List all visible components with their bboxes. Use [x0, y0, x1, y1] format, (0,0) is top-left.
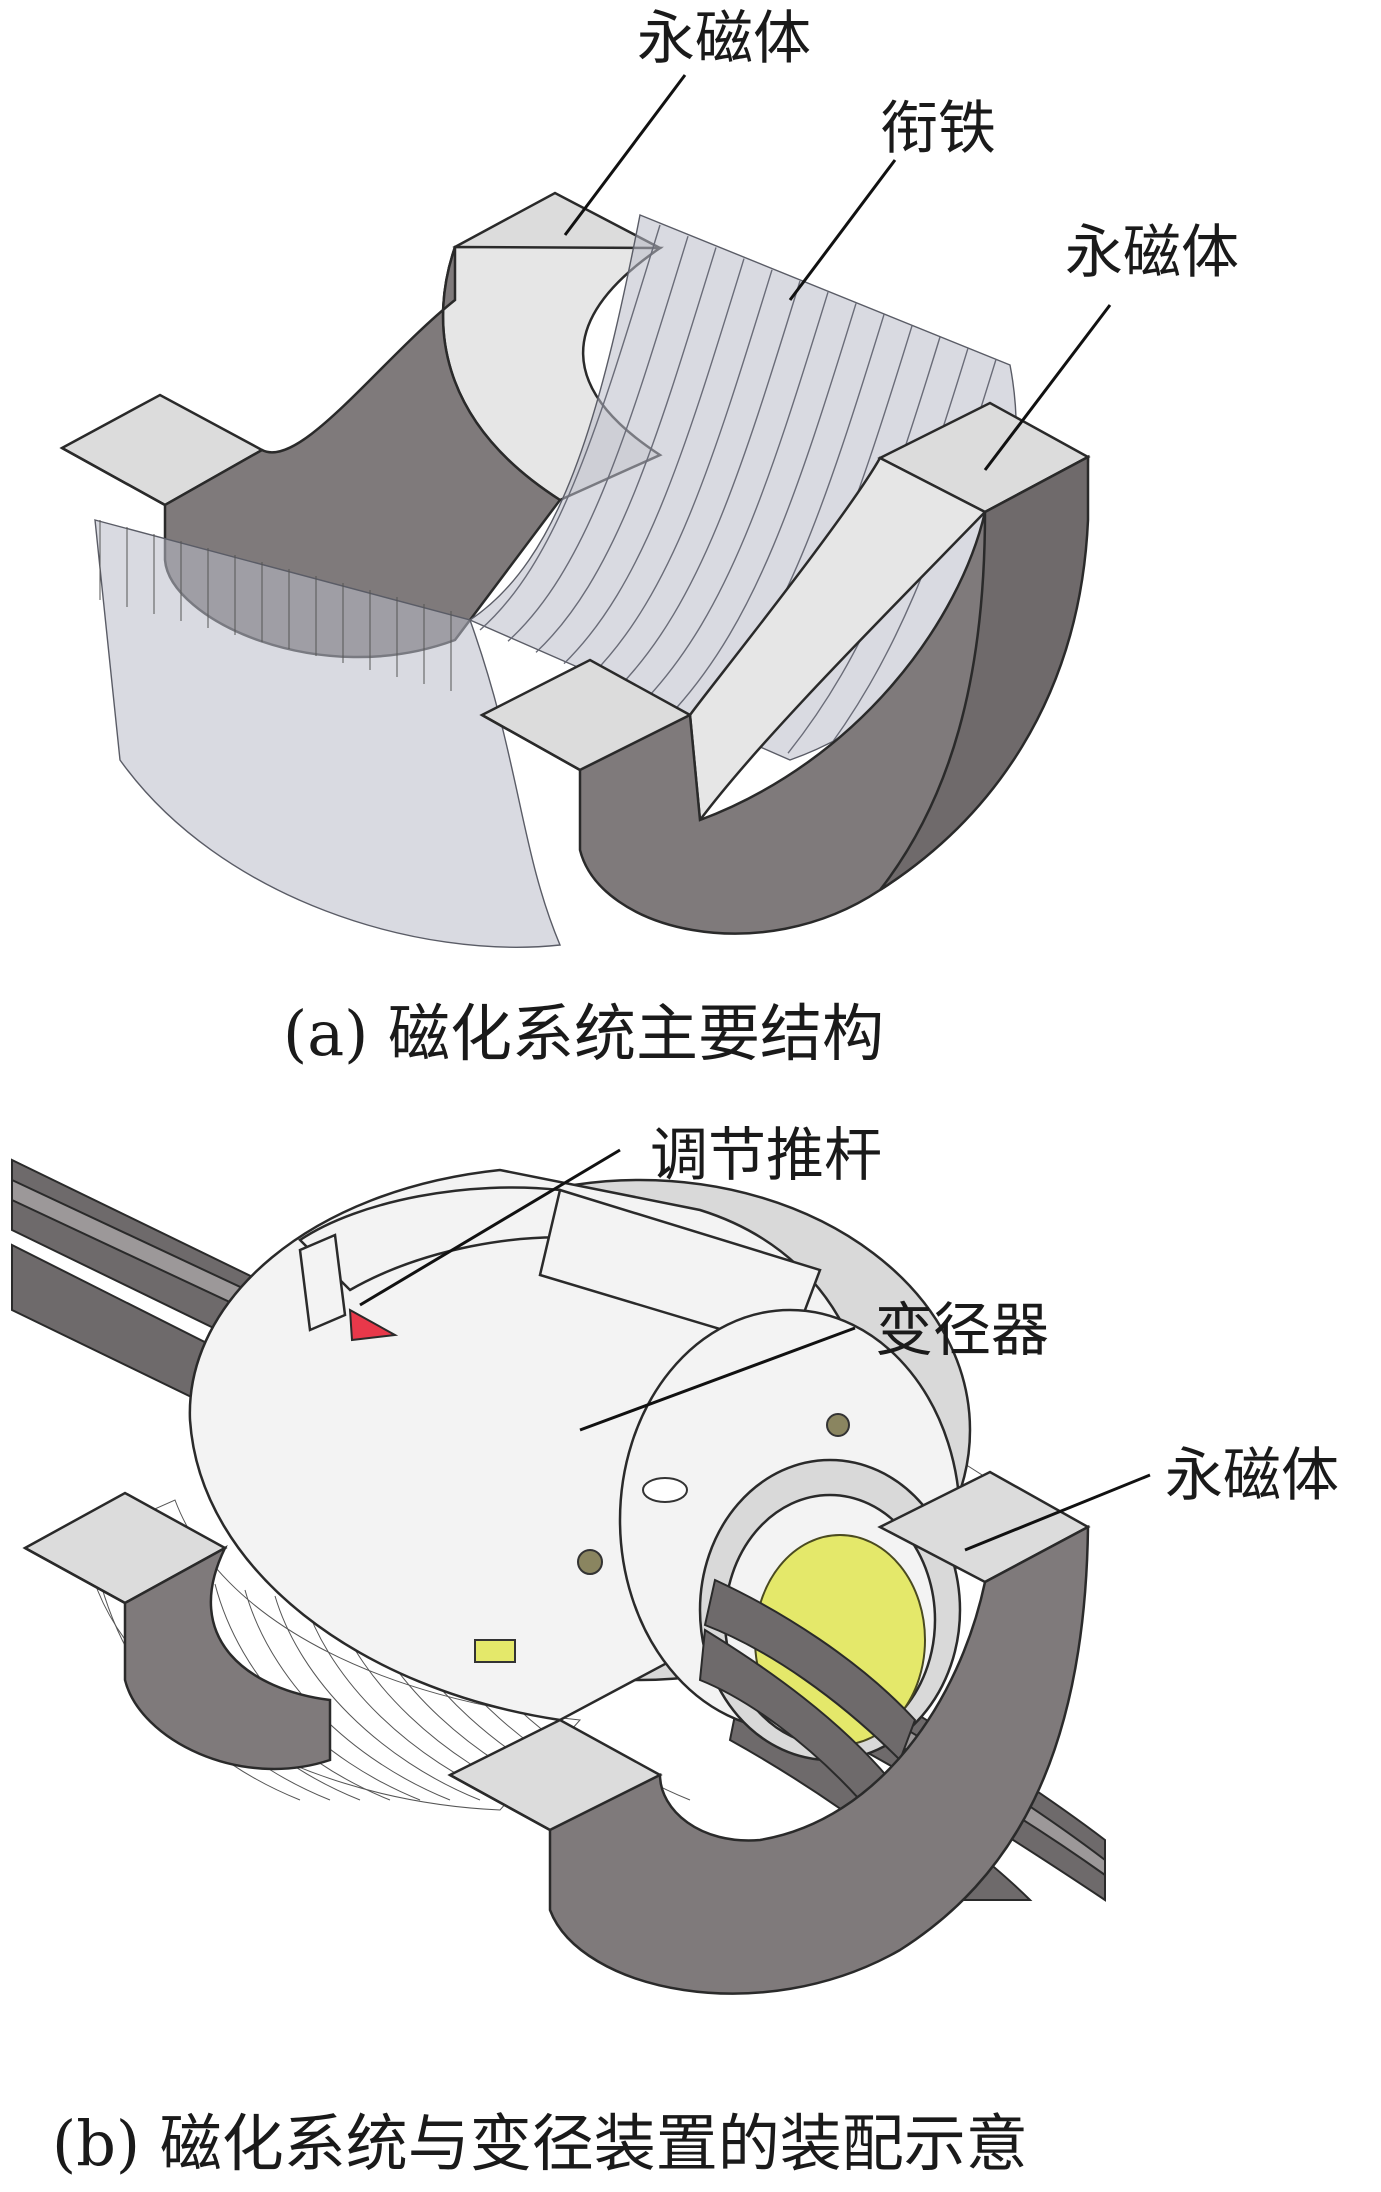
label-magnet-right: 永磁体: [1065, 218, 1239, 286]
figure-b: 调节推杆 变径器 永磁体 (b) 磁化系统与变径装置的装配示意: [11, 1121, 1339, 2180]
wire-grid-line: [274, 1595, 481, 1801]
magnet-back-left-b: [22, 1491, 332, 1771]
armature-rib: [563, 258, 745, 665]
armature-rib: [675, 303, 857, 709]
leader-push-rod: [359, 1148, 621, 1307]
magnet-front-right: [479, 401, 1091, 935]
label-magnet-top-left: 永磁体: [637, 4, 811, 72]
label-armature: 衔铁: [880, 94, 996, 162]
leader-magnet-top-left: [563, 74, 687, 236]
armature-rib: [647, 291, 829, 698]
armature-rib: [591, 269, 773, 676]
caption-a: (a) 磁化系统主要结构: [283, 997, 884, 1070]
leader-magnet-b: [964, 1473, 1151, 1552]
armature: [94, 214, 1017, 948]
label-reducer: 变径器: [875, 1296, 1049, 1364]
armature-grid: [99, 520, 452, 691]
label-magnet-b: 永磁体: [1165, 1441, 1339, 1509]
figure-a: 永磁体 衔铁 永磁体 (a) 磁化系统主要结构: [59, 4, 1239, 1070]
leader-reducer: [579, 1326, 856, 1432]
label-push-rod: 调节推杆: [650, 1121, 882, 1189]
leader-magnet-right: [983, 304, 1112, 471]
push-rod: [298, 1233, 399, 1342]
magnet-front-right-b: [447, 1470, 1091, 1995]
armature-rib: [507, 235, 689, 642]
leader-armature: [788, 159, 897, 301]
pointer-icon: [348, 1308, 399, 1342]
armature-rib: [479, 224, 661, 631]
armature-rib: [619, 280, 801, 687]
armature-rib: [535, 247, 717, 653]
reducer-body: [188, 1168, 972, 1802]
caption-b: (b) 磁化系统与变径装置的装配示意: [52, 2107, 1028, 2180]
